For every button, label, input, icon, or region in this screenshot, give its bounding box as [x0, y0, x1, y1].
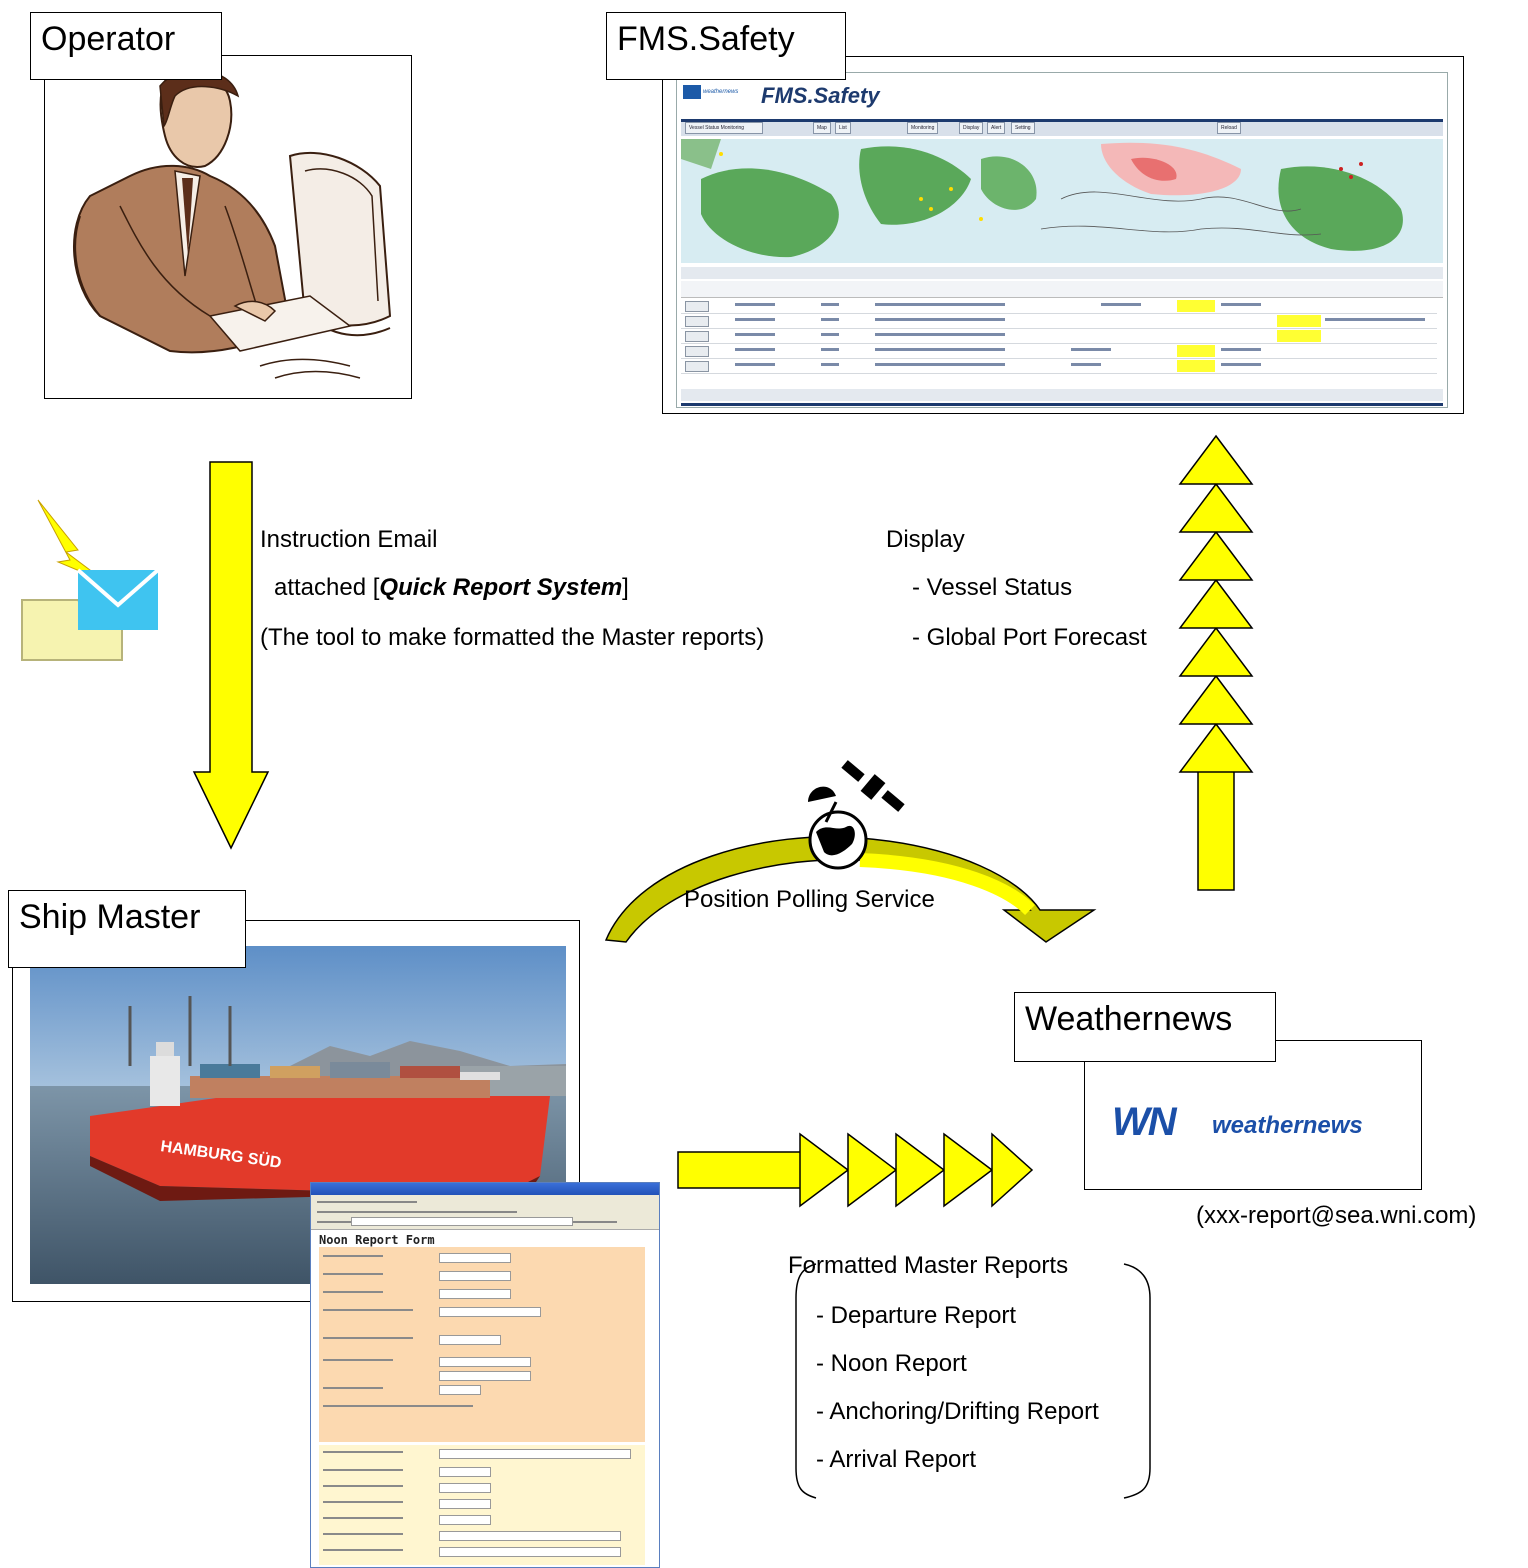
display-item-vessel-status: - Vessel Status	[912, 574, 1073, 601]
instruction-line3: (The tool to make formatted the Master r…	[260, 624, 765, 651]
instruction-line2-pre: attached [	[274, 574, 380, 601]
form-heading: Noon Report Form	[319, 1233, 435, 1247]
fms-logo-text: weathernews	[703, 89, 739, 95]
wni-logo-icon	[683, 85, 701, 99]
report-item-arrival: - Arrival Report	[816, 1446, 977, 1473]
up-arrow-stack	[1178, 434, 1254, 891]
fms-table-columns	[681, 281, 1443, 298]
form-section-orange	[319, 1247, 645, 1442]
form-section-yellow	[319, 1445, 645, 1565]
fms-world-map	[681, 139, 1443, 263]
instruction-line2: attached [Quick Report System]	[274, 576, 629, 600]
fms-bottom-bar	[681, 403, 1443, 406]
fms-label: FMS.Safety	[606, 12, 846, 80]
table-row[interactable]	[681, 359, 1437, 374]
operator-label: Operator	[30, 12, 222, 80]
instruction-line1: Instruction Email	[260, 526, 438, 553]
fms-toolbar	[681, 119, 1443, 136]
report-item-anchoring: - Anchoring/Drifting Report	[816, 1398, 1099, 1425]
wni-logo: WN	[1112, 1100, 1177, 1144]
noon-report-form-screenshot: Noon Report Form	[310, 1182, 660, 1568]
fms-tab-list[interactable]: List	[835, 122, 851, 134]
report-item-departure: - Departure Report	[816, 1302, 1017, 1329]
fms-app-title: FMS.Safety	[761, 83, 880, 108]
display-heading: Display	[886, 526, 965, 553]
form-titlebar	[311, 1183, 659, 1195]
ship-photo: HAMBURG SÜD	[30, 946, 566, 1284]
operator-illustration	[73, 69, 392, 379]
polling-label: Position Polling Service	[684, 886, 935, 913]
email-folder-icon	[21, 499, 160, 661]
fms-tab-monitoring[interactable]: Monitoring	[907, 122, 939, 134]
table-row[interactable]	[681, 344, 1437, 359]
form-menubar	[311, 1195, 659, 1230]
wni-email: (xxx-report@sea.wni.com)	[1196, 1202, 1477, 1229]
right-arrow-stack	[677, 1132, 1034, 1208]
ship-master-label: Ship Master	[8, 890, 246, 968]
table-row[interactable]	[681, 299, 1437, 314]
quick-report-system: Quick Report System	[379, 574, 623, 601]
report-item-noon: - Noon Report	[816, 1350, 967, 1377]
instruction-line2-post: ]	[622, 574, 629, 601]
fms-tab-alert[interactable]: Alert	[987, 122, 1006, 134]
reports-bracket	[795, 1263, 1151, 1499]
wni-wordmark: weathernews	[1212, 1112, 1363, 1139]
fms-list-header	[681, 267, 1443, 279]
display-item-global-port-forecast: - Global Port Forecast	[912, 624, 1147, 651]
satellite-globe-icon	[808, 760, 905, 870]
fms-tab-reload[interactable]: Reload	[1217, 122, 1241, 134]
polling-curve-arrow	[604, 836, 1097, 943]
weathernews-label: Weathernews	[1014, 992, 1276, 1062]
fms-tab-vessel-status[interactable]: Vessel Status Monitoring	[685, 122, 763, 134]
weathernews-frame	[1084, 1040, 1422, 1190]
fms-tab-setting[interactable]: Setting	[1011, 122, 1035, 134]
table-row[interactable]	[681, 329, 1437, 344]
fms-list-footer	[681, 389, 1443, 401]
fms-screenshot: weathernews FMS.Safety Vessel Status Mon…	[676, 72, 1448, 408]
fms-tab-map[interactable]: Map	[813, 122, 831, 134]
down-arrow	[192, 461, 270, 850]
reports-heading: Formatted Master Reports	[788, 1252, 1069, 1279]
table-row[interactable]	[681, 314, 1437, 329]
fms-tab-display[interactable]: Display	[959, 122, 984, 134]
